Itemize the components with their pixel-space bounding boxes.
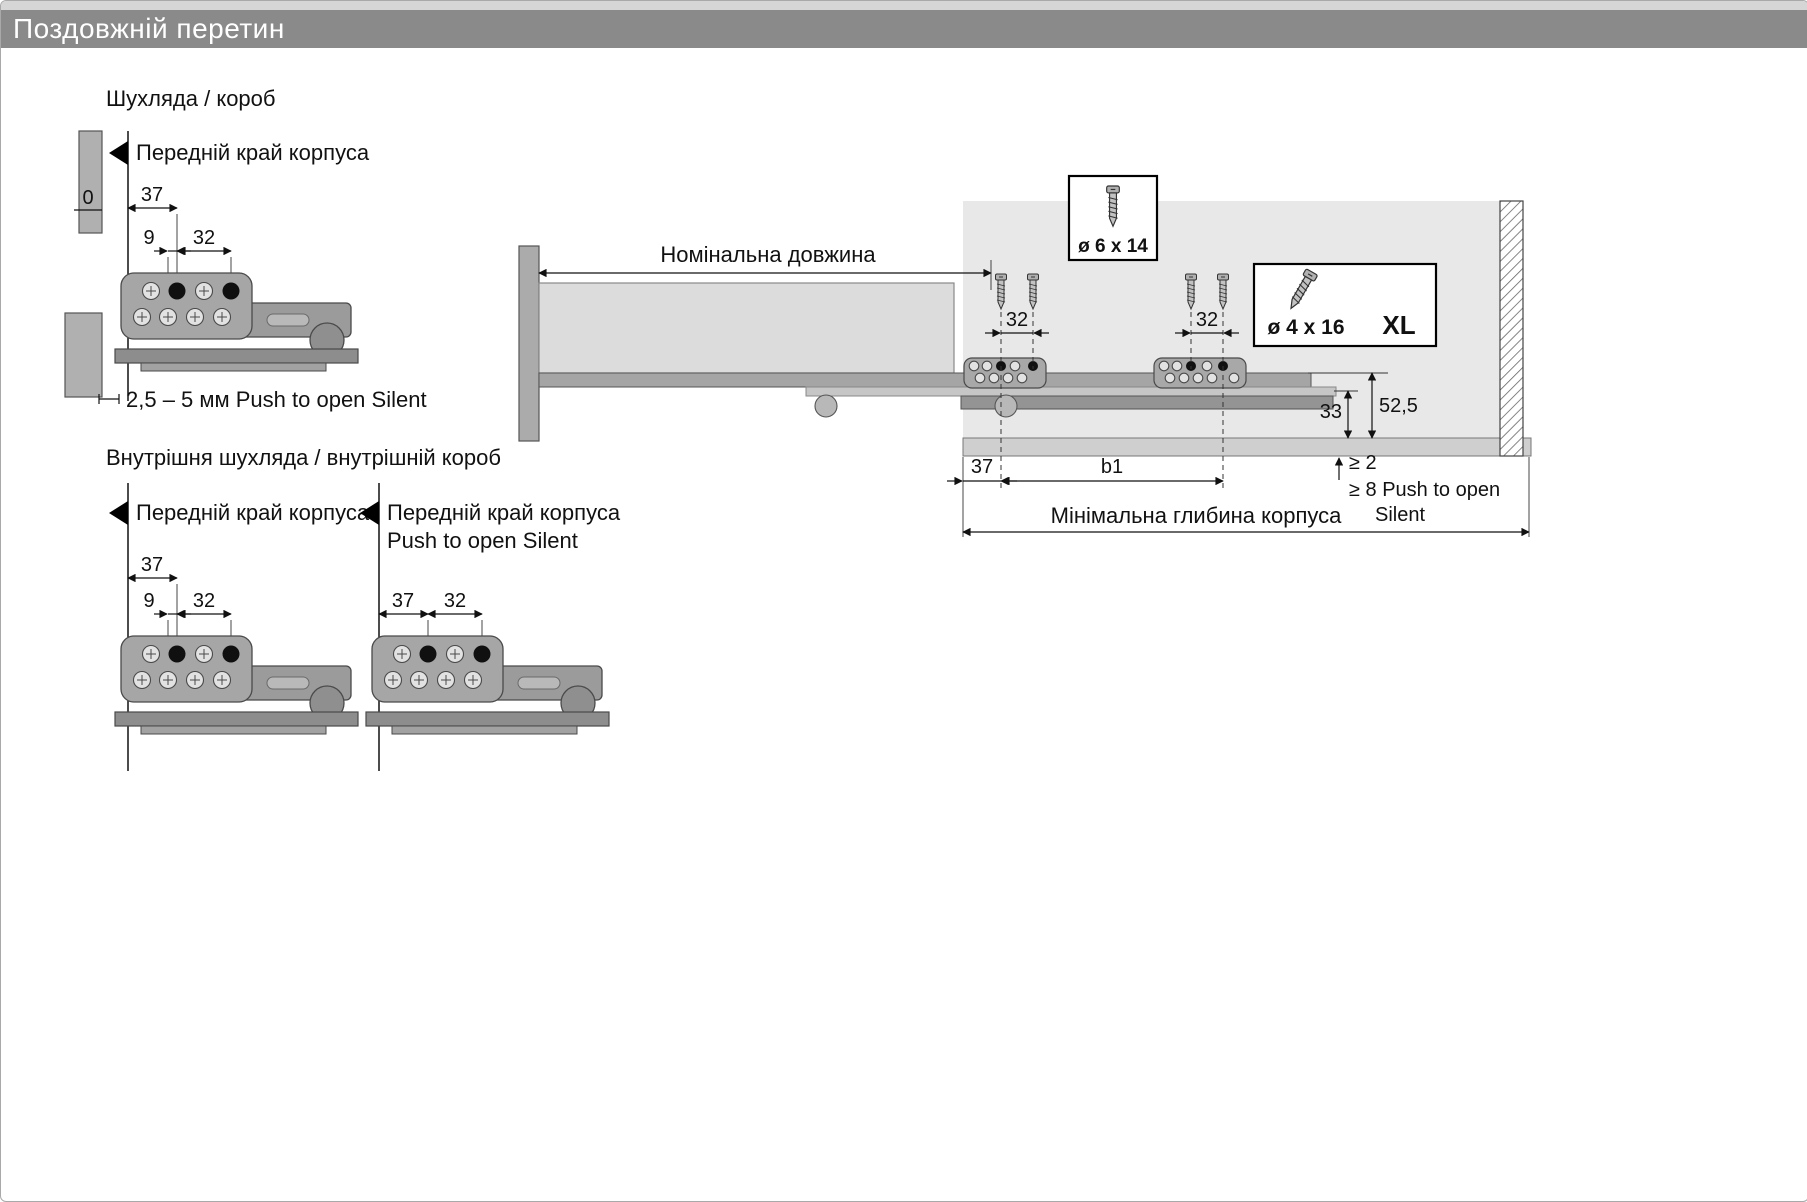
screw-box-small: ø 6 x 14 [1067, 174, 1159, 262]
diagram-inner-right: Передній край корпуса Push to open Silen… [360, 483, 621, 771]
svg-text:52,5: 52,5 [1379, 395, 1418, 417]
slide-front-bracket [115, 273, 358, 371]
svg-text:ø 6 x 14: ø 6 x 14 [1078, 236, 1148, 257]
front-edge-label: Передній край корпуса [136, 140, 370, 165]
dim-min-depth: Мінімальна глибина корпуса [962, 457, 1530, 537]
svg-text:37: 37 [392, 590, 414, 612]
dim-37-bottom: 37 [947, 456, 1017, 486]
svg-text:32: 32 [193, 590, 215, 612]
svg-text:37: 37 [141, 554, 163, 576]
screw-box-large: ø 4 x 16 XL [1252, 262, 1438, 348]
svg-text:ø 4 x 16: ø 4 x 16 [1267, 316, 1344, 339]
inner-section-label: Внутрішня шухляда / внутрішній короб [106, 445, 501, 470]
diagram-inner-left: Передній край корпуса 37 9 32 [109, 483, 370, 771]
front-edge-label: Передній край корпуса [136, 500, 370, 525]
gap-dim [98, 394, 120, 404]
cabinet-back-panel-hatched [1499, 200, 1524, 457]
drawer-box-body [538, 282, 955, 374]
dim-0-label: 0 [82, 187, 93, 209]
svg-text:XL: XL [1382, 310, 1415, 340]
front-edge-marker-icon [109, 141, 128, 165]
push-to-open-label: Push to open Silent [387, 528, 578, 553]
svg-text:37: 37 [971, 456, 993, 478]
svg-text:32: 32 [1196, 309, 1218, 331]
cabinet-bottom-panel [962, 437, 1532, 457]
mounting-plate-front [963, 357, 1047, 389]
dim-nominal-length: Номінальна довжина [538, 242, 992, 290]
dim-32: 32 [176, 227, 232, 281]
diagram-drawer: Передній край корпуса 0 37 9 32 [64, 130, 427, 412]
front-edge-marker-icon [109, 501, 128, 525]
dim-37: 37 [127, 184, 178, 281]
svg-text:Мінімальна глибина корпуса: Мінімальна глибина корпуса [1051, 503, 1342, 528]
svg-text:33: 33 [1320, 401, 1342, 423]
svg-text:≥ 2: ≥ 2 [1349, 452, 1377, 474]
svg-text:9: 9 [143, 227, 154, 249]
cross-section-diagrams: Шухляда / короб Передній край корпуса 0 … [64, 86, 621, 771]
drawer-section-label: Шухляда / короб [106, 86, 276, 111]
svg-text:32: 32 [444, 590, 466, 612]
svg-text:9: 9 [143, 590, 154, 612]
page-title: Поздовжній перетин [13, 13, 285, 44]
svg-text:Silent: Silent [1375, 504, 1425, 526]
front-edge-marker-icon [360, 501, 379, 525]
slide-front-bracket [366, 636, 609, 734]
svg-text:Номінальна довжина: Номінальна довжина [660, 242, 876, 267]
dim-b1: b1 [1000, 456, 1224, 486]
gap-note: 2,5 – 5 мм Push to open Silent [126, 387, 427, 412]
dim-52-5: 52,5 [1308, 372, 1418, 439]
dim-32-front: 32 [985, 309, 1049, 338]
title-bar: Поздовжній перетин [1, 10, 1807, 48]
top-strip [1, 1, 1807, 10]
slide-front-bracket [115, 636, 358, 734]
side-view-drawing: Номінальна довжина 32 32 ø 6 x 14 ø 4 x [518, 174, 1532, 537]
svg-text:32: 32 [193, 227, 215, 249]
dim-32-rear: 32 [1175, 309, 1239, 338]
mounting-plate-rear [1153, 357, 1247, 389]
svg-text:b1: b1 [1101, 456, 1123, 478]
dim-33: 33 [1320, 390, 1358, 439]
fixing-screws [995, 273, 1229, 488]
roller [814, 394, 838, 418]
front-edge-label: Передній край корпуса [387, 500, 621, 525]
svg-text:≥ 8 Push to open: ≥ 8 Push to open [1349, 479, 1500, 501]
clearance-notes: ≥ 2 ≥ 8 Push to open Silent [1334, 452, 1500, 526]
svg-text:32: 32 [1006, 309, 1028, 331]
drawer-front-panel [518, 245, 540, 442]
cabinet-front-panel-upper [78, 130, 103, 234]
cabinet-front-panel-lower [64, 312, 103, 398]
slide-rails [538, 372, 1337, 418]
roller [994, 394, 1018, 418]
svg-text:37: 37 [141, 184, 163, 206]
